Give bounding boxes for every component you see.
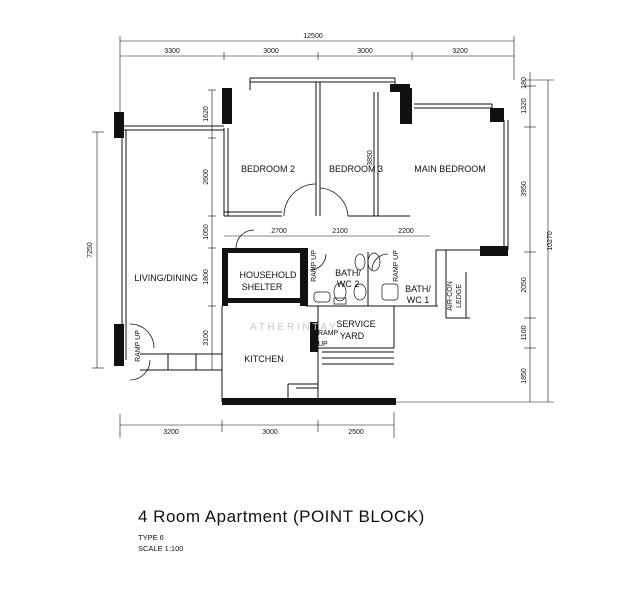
dim-left-3: 1050 (203, 224, 210, 240)
dim-inner-1: 2700 (271, 228, 287, 235)
label-bedroom-2: BEDROOM 2 (241, 164, 295, 174)
label-service: SERVICE (336, 319, 375, 329)
bathroom-fixtures (313, 252, 399, 305)
dim-right-1: 180 (521, 77, 528, 89)
dim-total-width: 12500 (303, 33, 323, 40)
dim-vertical-mid: 3850 (367, 150, 374, 166)
dim-top-1: 3300 (164, 48, 180, 55)
label-ramp-up-entry: RAMP UP (135, 330, 142, 362)
label-aircon: AIR-CON (447, 281, 454, 311)
dim-right-3: 3950 (521, 181, 528, 197)
label-bedroom-3: BEDROOM 3 (329, 164, 383, 174)
dimension-top (119, 36, 515, 124)
dim-total-height: 10270 (547, 231, 554, 251)
label-shelter: SHELTER (242, 282, 283, 292)
dim-top-4: 3200 (452, 48, 468, 55)
label-up-service: UP (318, 341, 328, 348)
dim-living-height: 7250 (87, 242, 94, 258)
dim-inner-2: 2100 (332, 228, 348, 235)
label-bath-wc1-a: BATH/ (405, 284, 431, 294)
drawing-title: 4 Room Apartment (POINT BLOCK) (138, 507, 425, 526)
dim-left-4: 1800 (203, 269, 210, 285)
dim-left-5: 3100 (203, 330, 210, 346)
walls-thin (121, 77, 509, 402)
walls-structural (114, 84, 508, 405)
label-main-bedroom: MAIN BEDROOM (414, 164, 486, 174)
dimension-bottom (119, 412, 395, 438)
label-bath-wc2-a: BATH/ (335, 268, 361, 278)
label-household: HOUSEHOLD (239, 270, 297, 280)
label-living-dining: LIVING/DINING (134, 273, 198, 283)
label-ramp-service: RAMP (318, 330, 339, 337)
label-yard: YARD (340, 331, 365, 341)
dim-top-2: 3000 (263, 48, 279, 55)
drawing-type: TYPE 6 (138, 533, 164, 542)
dim-right-6: 1850 (521, 368, 528, 384)
dim-right-5: 1100 (521, 325, 528, 340)
dim-top-3: 3000 (357, 48, 373, 55)
label-bath-wc2-b: WC 2 (337, 279, 360, 289)
label-bath-wc1-b: WC 1 (407, 295, 430, 305)
dimension-left (92, 89, 216, 371)
dim-bottom-1: 3200 (163, 429, 179, 436)
dim-right-2: 1320 (521, 98, 528, 114)
drawing-scale: SCALE 1:100 (138, 544, 184, 553)
dim-bottom-2: 3000 (262, 429, 278, 436)
label-ramp-up-bath1: RAMP UP (393, 250, 400, 282)
label-ramp-up-bath2: RAMP UP (311, 250, 318, 282)
dim-bottom-3: 2500 (348, 429, 364, 436)
dim-left-2: 2600 (203, 169, 210, 185)
dim-left-1: 1620 (203, 106, 210, 122)
label-kitchen: KITCHEN (244, 354, 284, 364)
label-ledge: LEDGE (456, 284, 463, 308)
dim-inner-3: 2200 (398, 228, 414, 235)
door-swings (129, 183, 389, 381)
dim-right-4: 2050 (521, 277, 528, 293)
dimension-right (394, 72, 554, 403)
watermark: A T H E R I N T A Y (250, 322, 336, 333)
